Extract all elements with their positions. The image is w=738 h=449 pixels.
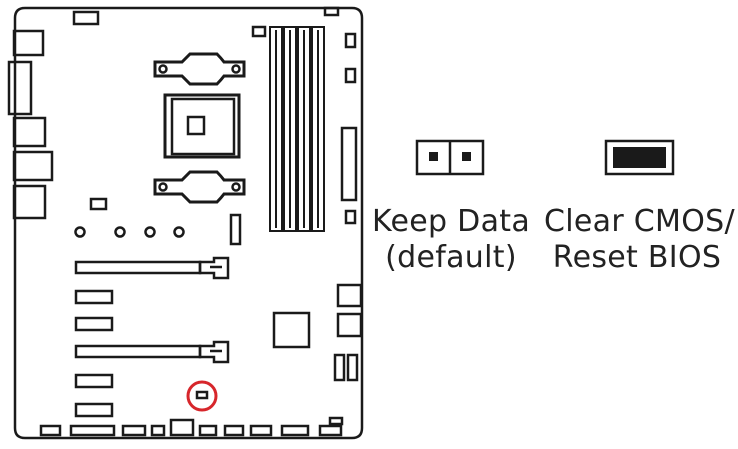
top-right-header xyxy=(323,6,340,17)
top-header xyxy=(72,10,100,26)
pcie-slots xyxy=(74,256,230,418)
jbat1-jumper-on-board xyxy=(195,390,209,400)
bottom-edge-headers xyxy=(39,416,344,437)
clear-cmos-line1: Clear CMOS/ xyxy=(544,204,735,239)
rear-io-panel xyxy=(7,29,54,220)
jumper-open-pins xyxy=(415,139,485,176)
small-header xyxy=(89,197,108,211)
clear-cmos-line2: Reset BIOS xyxy=(552,240,722,275)
keep-data-line2: (default) xyxy=(385,240,517,275)
motherboard-outline xyxy=(13,6,364,440)
clear-cmos-label: Clear CMOS/ Reset BIOS xyxy=(544,204,735,276)
cpu-socket xyxy=(153,52,246,204)
keep-data-label: Keep Data (default) xyxy=(372,204,530,276)
m2-latch xyxy=(229,213,242,246)
chipset xyxy=(272,311,311,349)
standoff-holes xyxy=(74,226,185,238)
right-edge-connectors xyxy=(333,32,363,382)
highlight-circle xyxy=(186,380,218,412)
jumper-shorted-pins xyxy=(604,139,675,176)
dimm-slots xyxy=(269,26,325,232)
fan-header xyxy=(251,25,267,38)
keep-data-line1: Keep Data xyxy=(372,204,531,239)
